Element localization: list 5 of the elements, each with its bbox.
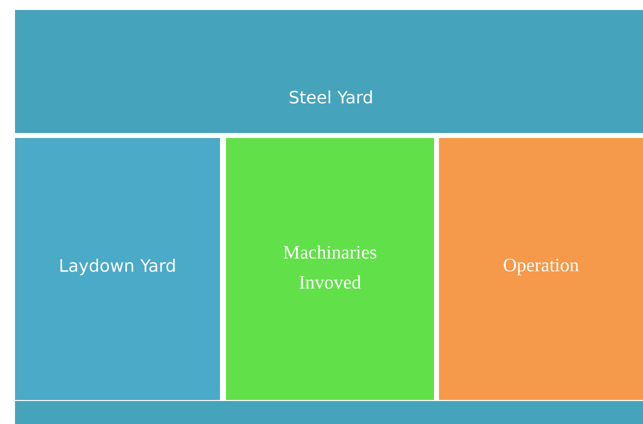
operation-box: Operation [439,138,643,400]
yard-box: Laydown Yard [15,138,220,400]
yard-band: Steel Yard [15,10,643,133]
base-band [15,401,643,424]
machinery-box: Machinaries Invoved [226,138,434,400]
